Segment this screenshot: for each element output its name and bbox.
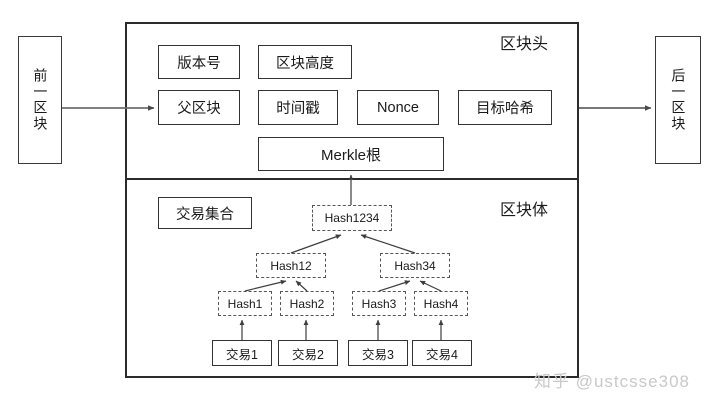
header-field-timestamp[interactable]: 时间戳 — [258, 90, 338, 125]
transaction-set-box[interactable]: 交易集合 — [158, 197, 252, 229]
previous-block-label: 前一区块 — [32, 68, 49, 132]
previous-block[interactable]: 前一区块 — [18, 36, 62, 164]
next-block-label: 后一区块 — [670, 68, 687, 132]
merkle-leaf-hash1[interactable]: Hash1 — [218, 291, 272, 316]
transaction-box-1[interactable]: 交易1 — [212, 340, 272, 366]
header-field-version[interactable]: 版本号 — [158, 45, 240, 79]
transaction-box-4[interactable]: 交易4 — [412, 340, 472, 366]
merkle-node-hash34[interactable]: Hash34 — [380, 253, 450, 278]
header-field-block-height[interactable]: 区块高度 — [258, 45, 352, 79]
merkle-leaf-hash4[interactable]: Hash4 — [414, 291, 468, 316]
merkle-node-hash12[interactable]: Hash12 — [256, 253, 326, 278]
next-block[interactable]: 后一区块 — [655, 36, 701, 164]
header-field-nonce[interactable]: Nonce — [357, 90, 439, 125]
header-field-target-hash[interactable]: 目标哈希 — [458, 90, 552, 125]
header-field-merkle-root[interactable]: Merkle根 — [258, 137, 444, 171]
watermark: 知乎 @ustcsse308 — [534, 372, 690, 391]
merkle-leaf-hash2[interactable]: Hash2 — [280, 291, 334, 316]
block-body-region-label: 区块体 — [500, 202, 549, 219]
block-header-region-label: 区块头 — [500, 36, 549, 53]
header-field-parent-block[interactable]: 父区块 — [158, 90, 240, 125]
transaction-box-3[interactable]: 交易3 — [348, 340, 408, 366]
transaction-box-2[interactable]: 交易2 — [278, 340, 338, 366]
header-body-divider — [126, 178, 578, 180]
merkle-node-hash1234[interactable]: Hash1234 — [312, 205, 392, 231]
merkle-leaf-hash3[interactable]: Hash3 — [352, 291, 406, 316]
